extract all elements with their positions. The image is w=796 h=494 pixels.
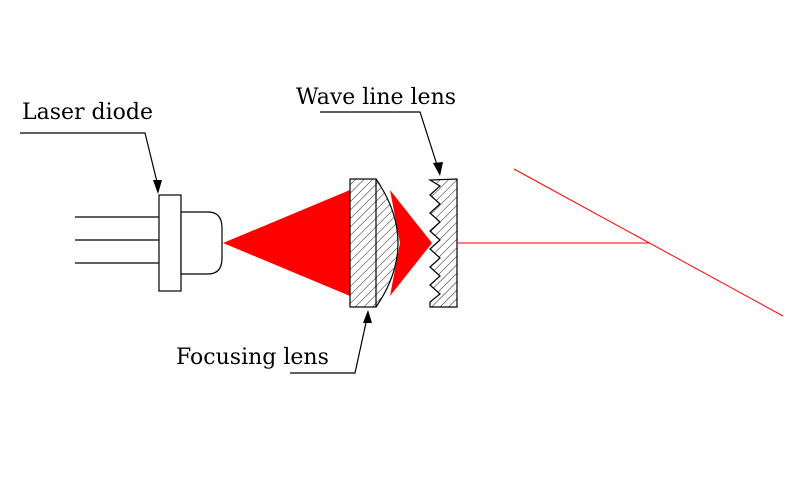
laser-beam-cone [223, 190, 350, 296]
laser-diode-label: Laser diode [22, 100, 153, 125]
wave-line-lens-outline [427, 178, 458, 308]
focusing-lens-plano [349, 178, 377, 308]
focusing-lens-convex [375, 178, 399, 308]
laser-diode [75, 194, 223, 292]
wave-line-lens-leader [320, 111, 439, 169]
focusing-lens-label: Focusing lens [176, 345, 329, 370]
wave-line-lens-arrowhead [433, 162, 443, 176]
focusing-lens-leader [290, 317, 368, 374]
projected-laser-line [513, 168, 784, 317]
focusing-lens [349, 178, 399, 308]
diode-cap [180, 211, 223, 275]
focusing-lens-arrowhead [363, 310, 372, 323]
laser-diode-leader [20, 132, 159, 187]
laser-diode-arrowhead [153, 180, 162, 194]
wave-line-lens-label: Wave line lens [296, 85, 456, 110]
diode-flange [158, 194, 182, 292]
converging-beam [390, 190, 432, 296]
